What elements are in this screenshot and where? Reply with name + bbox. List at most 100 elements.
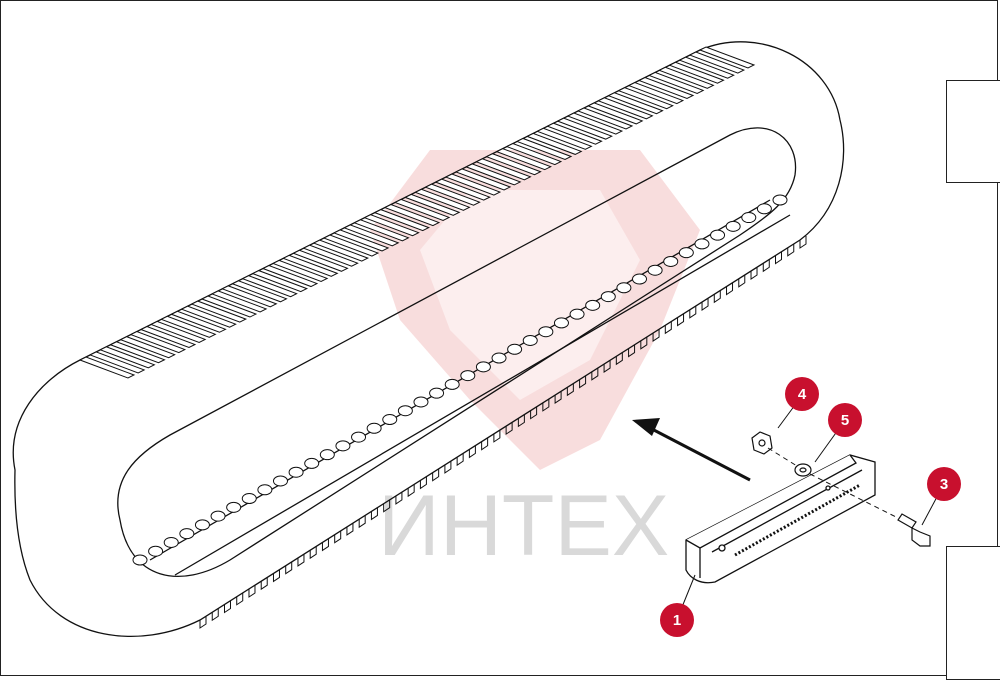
- drive-link: [772, 194, 788, 206]
- track-tooth: [481, 437, 489, 451]
- tread-lug: [312, 239, 370, 262]
- track-tread-lugs: [78, 46, 807, 629]
- track-tooth: [787, 243, 795, 257]
- tread-lug: [536, 127, 593, 150]
- tread-lug: [180, 305, 237, 328]
- track-tooth: [615, 352, 623, 366]
- track-tooth: [775, 251, 783, 265]
- tread-lug: [88, 351, 146, 374]
- tread-lug: [597, 97, 654, 120]
- drive-link: [163, 536, 179, 548]
- tread-lug: [505, 143, 563, 166]
- drive-link: [257, 484, 273, 496]
- tread-lug: [302, 244, 359, 267]
- track-tooth: [554, 391, 562, 405]
- tread-lug: [627, 82, 685, 105]
- drive-link: [241, 493, 257, 505]
- drive-link: [179, 528, 195, 540]
- tread-lug: [149, 320, 207, 343]
- bolt-part: [897, 513, 931, 547]
- tread-lug: [566, 112, 624, 135]
- tread-lug: [170, 310, 227, 333]
- track-tooth: [223, 600, 231, 614]
- tread-lug: [546, 122, 603, 145]
- drive-link: [366, 422, 382, 434]
- track-tooth: [309, 546, 317, 560]
- svg-text:5: 5: [841, 412, 849, 429]
- track-tooth: [738, 274, 746, 288]
- tread-lug: [241, 275, 298, 298]
- tread-lug: [282, 254, 339, 277]
- drive-link: [382, 414, 398, 426]
- drive-link: [226, 501, 242, 513]
- tread-lug: [698, 46, 756, 69]
- tread-lug: [403, 193, 461, 216]
- track-tooth: [370, 507, 378, 521]
- track-tooth: [689, 305, 697, 319]
- track-tooth: [248, 584, 256, 598]
- drive-link: [553, 317, 569, 329]
- track-tooth: [334, 530, 342, 544]
- tread-lug: [607, 92, 664, 115]
- tread-lug: [586, 102, 644, 125]
- tread-lug: [251, 270, 309, 293]
- tread-lug: [454, 168, 512, 191]
- tread-lug: [688, 51, 746, 74]
- track-tooth: [677, 313, 685, 327]
- track-tooth: [493, 429, 501, 443]
- tread-lug: [190, 300, 248, 323]
- assembly-lines: [767, 447, 899, 519]
- track-tooth: [591, 367, 599, 381]
- drive-link: [351, 431, 367, 443]
- side-tab-bottom: [946, 546, 1000, 680]
- watermark-text: ИНТЕХ: [378, 478, 669, 574]
- svg-text:1: 1: [673, 612, 681, 629]
- tread-lug: [353, 219, 410, 242]
- tread-lug: [556, 117, 613, 140]
- track-tooth: [762, 259, 770, 273]
- tread-lug: [210, 290, 268, 313]
- drive-link: [475, 361, 491, 373]
- callout-3: 3: [927, 467, 961, 501]
- tread-lug: [160, 315, 217, 338]
- track-tooth: [713, 290, 721, 304]
- track-tooth: [321, 538, 329, 552]
- drive-link: [678, 247, 694, 259]
- svg-text:3: 3: [940, 476, 948, 493]
- tread-lug: [525, 132, 583, 155]
- track-tooth: [260, 577, 268, 591]
- track-tooth: [395, 491, 403, 505]
- tread-lug: [617, 87, 674, 110]
- tread-lug: [119, 336, 176, 359]
- drive-link: [132, 554, 148, 566]
- drive-link: [725, 220, 741, 232]
- track-tooth: [285, 561, 293, 575]
- drive-link: [288, 466, 304, 478]
- track-tooth: [750, 267, 758, 280]
- track-tooth: [432, 468, 440, 482]
- tread-lug: [78, 356, 136, 379]
- tread-lug: [200, 295, 258, 318]
- tread-lug: [393, 198, 451, 222]
- track-tooth: [579, 375, 587, 389]
- drive-link: [444, 378, 460, 390]
- tread-lug: [292, 249, 349, 272]
- guide-rail-part: [685, 454, 876, 584]
- drive-link: [756, 203, 772, 215]
- drive-link: [538, 326, 554, 338]
- track-tooth: [628, 344, 636, 358]
- track-tooth: [640, 336, 648, 350]
- tread-lug: [637, 76, 695, 100]
- track-tooth: [603, 360, 611, 374]
- drive-link: [304, 457, 320, 469]
- tread-lug: [383, 203, 441, 227]
- track-tooth: [652, 329, 660, 342]
- track-tooth: [468, 445, 476, 459]
- track-tooth: [566, 383, 574, 397]
- tread-lug: [414, 188, 471, 211]
- callout-4: 4: [785, 377, 819, 411]
- drive-link: [663, 255, 679, 267]
- drive-link: [616, 282, 632, 294]
- tread-lug: [647, 71, 705, 94]
